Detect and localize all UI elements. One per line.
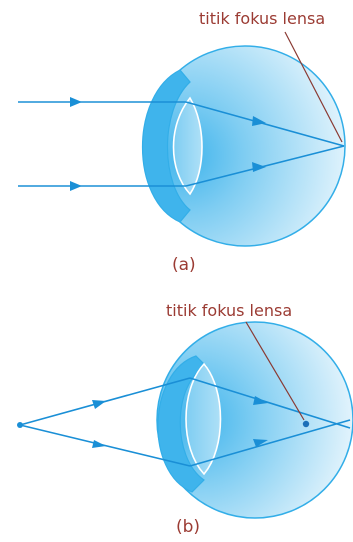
focus-label-b: titik fokus lensa xyxy=(166,301,292,320)
arrow-b-1 xyxy=(92,400,106,409)
arrow-b-2 xyxy=(92,440,106,448)
diagram-b: titik fokus lensa (b) xyxy=(17,301,353,537)
caption-a: (a) xyxy=(172,255,196,275)
caption-b: (b) xyxy=(176,517,200,537)
focus-label-a: titik fokus lensa xyxy=(199,9,325,28)
focus-dot-b xyxy=(303,421,309,427)
object-point-b xyxy=(17,422,23,428)
arrow-a-1 xyxy=(70,97,82,107)
diagram-a: titik fokus lensa (a) xyxy=(18,9,345,275)
arrow-a-2 xyxy=(70,181,82,191)
